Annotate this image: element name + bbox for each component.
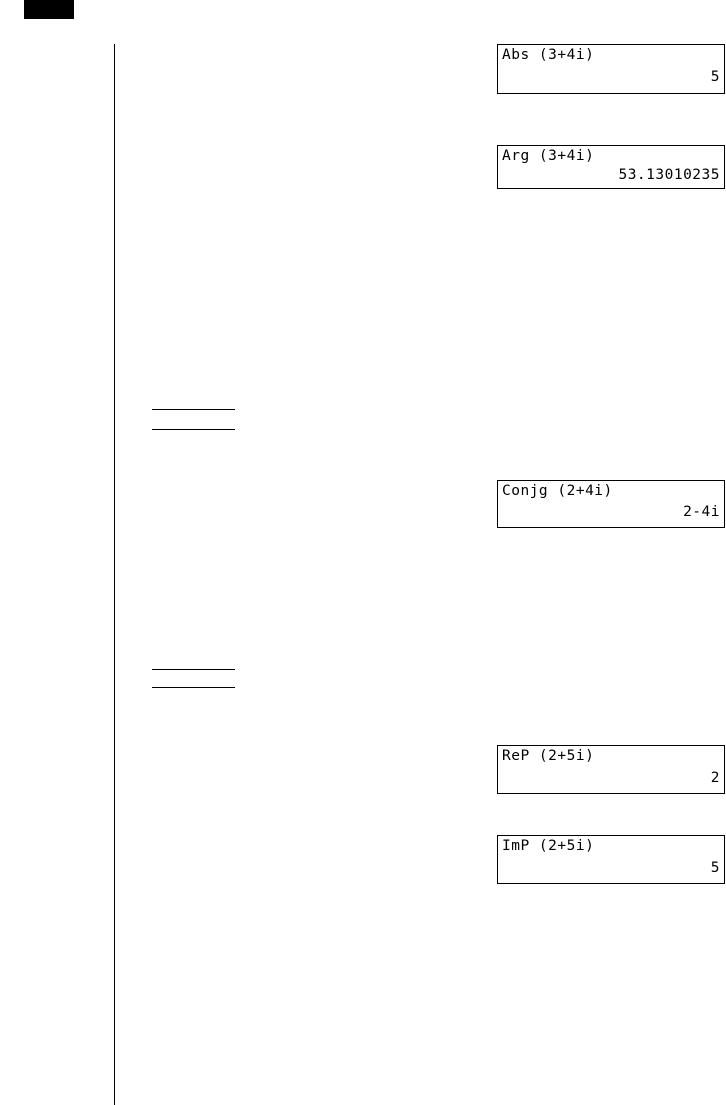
calc-result-arg: 53.13010235: [618, 167, 720, 183]
calc-result-conjg: 2-4i: [683, 504, 720, 520]
calc-expression-imp: ImP (2+5i): [502, 838, 595, 854]
calculator-screen-arg: Arg (3+4i) 53.13010235: [497, 145, 725, 189]
calc-expression-arg: Arg (3+4i): [502, 148, 595, 164]
section-separator-1-bottom: [152, 429, 235, 430]
calculator-screen-abs: Abs (3+4i) 5: [497, 44, 725, 94]
section-separator-2-top: [152, 669, 235, 670]
calc-expression-conjg: Conjg (2+4i): [502, 483, 613, 499]
calc-result-abs: 5: [710, 69, 720, 85]
calc-result-imp: 5: [710, 860, 720, 876]
page-corner-marker: [24, 0, 74, 19]
left-margin-rule: [114, 44, 115, 1105]
calculator-screen-imp: ImP (2+5i) 5: [497, 835, 725, 884]
calculator-screen-conjg: Conjg (2+4i) 2-4i: [497, 480, 725, 528]
calculator-screen-rep: ReP (2+5i) 2: [497, 745, 725, 794]
calc-expression-rep: ReP (2+5i): [502, 748, 595, 764]
calc-expression-abs: Abs (3+4i): [502, 47, 595, 63]
section-separator-2-bottom: [152, 687, 235, 688]
calc-result-rep: 2: [710, 770, 720, 786]
section-separator-1-top: [152, 409, 235, 410]
